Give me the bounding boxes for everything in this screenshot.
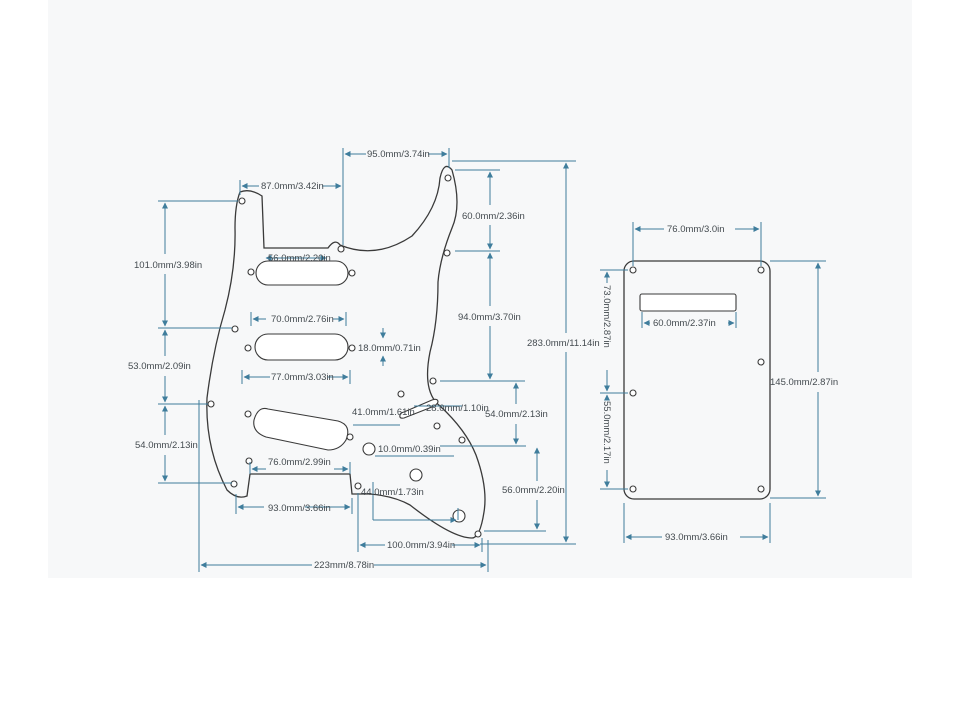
screw-hole [244,344,252,352]
bridge-pickup-slot [253,407,349,451]
back-plate-screw-holes [629,266,765,493]
dim-label-middle-section: 94.0mm/3.70in [458,312,521,323]
dim-label-middle-pickup-span: 77.0mm/3.03in [271,372,334,383]
screw-hole [247,268,255,276]
knob-hole-1 [409,468,423,482]
middle-pickup-slot [254,333,349,361]
screw-hole [230,480,238,488]
back-plate: 76.0mm/3.0in 60.0mm/2.37in 145.0mm/2.87i… [600,222,838,543]
dim-label-overall-length: 283.0mm/11.14in [527,338,600,349]
neck-pickup-slot [255,260,349,286]
pickguard-labels: 95.0mm/3.74in 87.0mm/3.42in 60.0mm/2.36i… [128,149,600,571]
dim-label-bottom-width: 100.0mm/3.94in [387,540,455,551]
dim-label-pickup-height: 18.0mm/0.71in [358,343,421,354]
pickguard: 95.0mm/3.74in 87.0mm/3.42in 60.0mm/2.36i… [128,148,600,572]
dim-label-top-arm: 95.0mm/3.74in [367,149,430,160]
screw-hole [458,436,466,444]
back-plate-outline [623,260,771,500]
screw-hole [207,400,215,408]
dim-label-plate-bottom-width: 93.0mm/3.66in [665,532,728,543]
screw-hole [397,390,405,398]
jack-hole [362,442,376,456]
drawing-background [48,0,912,578]
screw-hole [433,422,441,430]
screw-hole [238,197,246,205]
pickguard-dimension-lines [158,148,576,572]
dim-label-jack-hole: 10.0mm/0.39in [378,444,441,455]
screw-hole [346,433,354,441]
dim-label-plate-upper-height: 73.0mm/2.87in [601,285,612,348]
dim-label-bottom-height: 56.0mm/2.20in [502,485,565,496]
dim-label-control-height: 54.0mm/2.13in [485,409,548,420]
dim-label-lower-section: 54.0mm/2.13in [135,440,198,451]
screw-hole [629,266,637,274]
screw-hole [337,245,345,253]
dim-label-bass-horn: 87.0mm/3.42in [261,181,324,192]
screw-hole [348,269,356,277]
dim-label-switch-length: 28.0mm/1.10in [426,403,489,414]
switch-slot [399,398,439,419]
dim-label-upper-section: 101.0mm/3.98in [134,260,202,271]
back-plate-slot [639,293,737,312]
dim-label-pickup-spacing: 53.0mm/2.09in [128,361,191,372]
dim-label-neck-pocket-width: 56.0mm/2.20in [268,253,331,264]
screw-hole [348,344,356,352]
dim-label-neck-pocket-depth: 60.0mm/2.36in [462,211,525,222]
dim-label-plate-slot-width: 60.0mm/2.37in [653,318,716,329]
pickguard-outline [206,165,486,539]
screw-hole [757,485,765,493]
dim-label-plate-top-width: 76.0mm/3.0in [667,224,725,235]
screw-hole [757,358,765,366]
screw-hole [443,249,451,257]
screw-hole [231,325,239,333]
screw-hole [245,457,253,465]
screw-hole [244,410,252,418]
screw-hole [629,389,637,397]
back-plate-dimension-lines [600,222,826,543]
screw-hole [757,266,765,274]
screw-hole [444,174,452,182]
dim-label-switch-offset: 41.0mm/1.61in [352,407,415,418]
screw-hole [474,530,482,538]
dim-label-cutout-width: 76.0mm/2.99in [268,457,331,468]
screw-hole [629,485,637,493]
dim-label-knob-spacing: 44.0mm/1.73in [361,487,424,498]
dim-label-overall-width: 223mm/8.78in [314,560,374,571]
dim-label-lower-width: 93.0mm/3.66in [268,503,331,514]
back-plate-labels: 76.0mm/3.0in 60.0mm/2.37in 145.0mm/2.87i… [601,224,838,543]
dim-label-plate-lower-height: 55.0mm/2.17in [601,401,612,464]
dim-label-plate-overall-height: 145.0mm/2.87in [770,377,838,388]
pickguard-screw-holes [207,174,482,538]
dim-label-middle-pickup-width: 70.0mm/2.76in [271,314,334,325]
screw-hole [429,377,437,385]
screw-hole [354,482,362,490]
